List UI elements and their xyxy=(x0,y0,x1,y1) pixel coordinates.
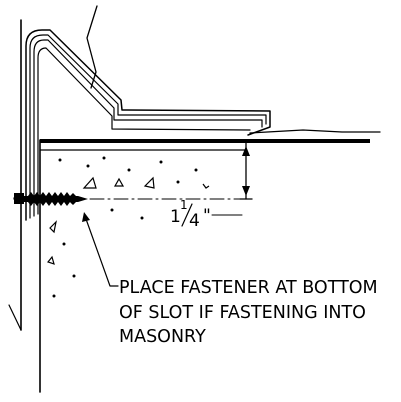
dimension-numerator: 1 xyxy=(180,198,188,212)
deck-top xyxy=(39,139,370,151)
callout-note: PLACE FASTENER AT BOTTOM OF SLOT IF FAST… xyxy=(119,278,378,347)
callout-line-3: MASONRY xyxy=(119,327,206,347)
dimension-denominator: 4 xyxy=(189,211,200,231)
concrete-aggregate xyxy=(46,156,210,298)
callout-leader xyxy=(82,212,119,287)
fastener-head xyxy=(14,193,24,204)
fastener-threads xyxy=(28,192,76,206)
break-line-right xyxy=(249,129,381,134)
dimension-whole: 1 xyxy=(170,207,181,227)
dimension-1-1-4: 1 1 4 " xyxy=(89,142,253,231)
wall-substrate xyxy=(8,19,41,393)
fastener-tip xyxy=(78,196,88,202)
dimension-unit: " xyxy=(203,206,211,226)
fastener xyxy=(13,192,88,206)
coping-flashing xyxy=(25,29,271,221)
break-line-top xyxy=(86,5,98,89)
callout-line-2: OF SLOT IF FASTENING INTO xyxy=(119,303,366,323)
callout-line-1: PLACE FASTENER AT BOTTOM xyxy=(119,278,378,298)
